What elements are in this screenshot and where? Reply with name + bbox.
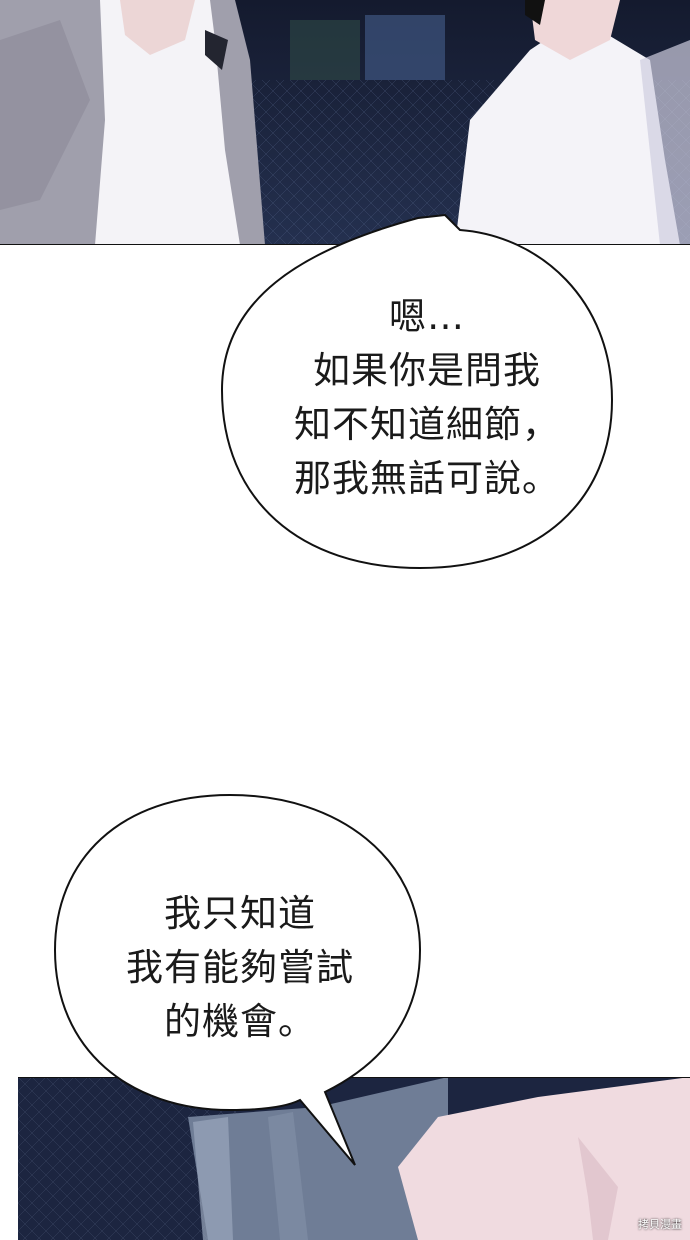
jacket-fold <box>268 1112 308 1240</box>
background-window <box>365 15 445 80</box>
speech-line: 那我無話可說。 <box>294 457 560 500</box>
background-building <box>290 20 360 80</box>
right-character-neck <box>530 0 620 60</box>
speech-line: 的機會。 <box>164 1000 316 1043</box>
left-character-collar-shadow <box>205 30 228 70</box>
right-character-shirt-shadow <box>640 40 690 245</box>
top-panel-artwork <box>0 0 690 245</box>
hand-shadow <box>578 1137 618 1240</box>
left-character-shirt <box>95 0 240 245</box>
speech-line: 知不知道細節， <box>294 403 560 446</box>
left-character-jacket-fold <box>0 20 90 210</box>
left-character-neck <box>120 0 195 55</box>
speech-bubble-2-text: 我只知道 我有能夠嘗試 的機會。 <box>80 887 400 1049</box>
speech-line: 如果你是問我 <box>313 349 541 392</box>
bottom-comic-panel: 拷貝漫畫 <box>18 1077 690 1240</box>
right-character-hair <box>525 0 545 25</box>
speech-line: 我只知道 <box>164 892 316 935</box>
speech-line: 我有能夠嘗試 <box>126 946 354 989</box>
watermark: 拷貝漫畫 <box>638 1218 682 1231</box>
top-comic-panel <box>0 0 690 245</box>
jacket-highlight <box>193 1117 233 1240</box>
speech-bubble-1-shape <box>220 213 614 570</box>
speech-bubble-1-text: 嗯… 如果你是問我 知不知道細節， 那我無話可說。 <box>262 290 592 506</box>
bottom-panel-artwork <box>18 1077 690 1240</box>
right-character-shirt <box>455 30 680 245</box>
speech-line: 嗯… <box>389 295 465 338</box>
character-hand <box>398 1077 690 1240</box>
character-jacket <box>188 1077 448 1240</box>
speech-bubble-2-shape <box>53 793 422 1166</box>
